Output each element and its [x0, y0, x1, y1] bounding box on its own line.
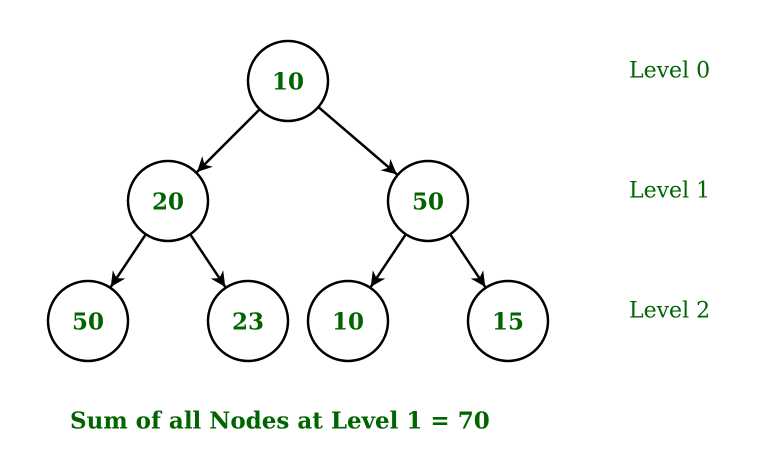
tree-node: 15	[466, 279, 550, 363]
level-labels: Level 0 Level 1 Level 2	[629, 59, 710, 324]
node-value: 23	[232, 309, 264, 336]
level-label: Level 0	[629, 59, 710, 84]
node-circle	[46, 279, 130, 363]
tree-edge-arrow	[109, 233, 147, 288]
tree-edge-arrow	[369, 233, 407, 288]
tree-node: 10	[246, 39, 330, 123]
node-value: 10	[272, 69, 304, 96]
node-circle	[306, 279, 390, 363]
level-label: Level 1	[629, 179, 710, 204]
tree-node: 50	[386, 159, 470, 243]
node-circle	[206, 279, 290, 363]
node-value: 50	[72, 309, 104, 336]
tree-nodes: 10 20 50 50 23 10 15	[46, 39, 550, 363]
node-circle	[466, 279, 550, 363]
tree-edge-arrow	[189, 233, 227, 288]
node-circle	[126, 159, 210, 243]
node-value: 10	[332, 309, 364, 336]
tree-edge-arrow	[317, 106, 398, 176]
level-sum-caption: Sum of all Nodes at Level 1 = 70	[70, 408, 490, 435]
tree-node: 23	[206, 279, 290, 363]
tree-edges	[109, 106, 487, 288]
tree-edge-arrow	[449, 233, 487, 288]
tree-node: 10	[306, 279, 390, 363]
node-circle	[386, 159, 470, 243]
node-value: 20	[152, 189, 184, 216]
node-circle	[246, 39, 330, 123]
tree-node: 50	[46, 279, 130, 363]
node-value: 15	[492, 309, 524, 336]
tree-node: 20	[126, 159, 210, 243]
tree-edge-arrow	[196, 108, 261, 173]
node-value: 50	[412, 189, 444, 216]
level-label: Level 2	[629, 299, 710, 324]
